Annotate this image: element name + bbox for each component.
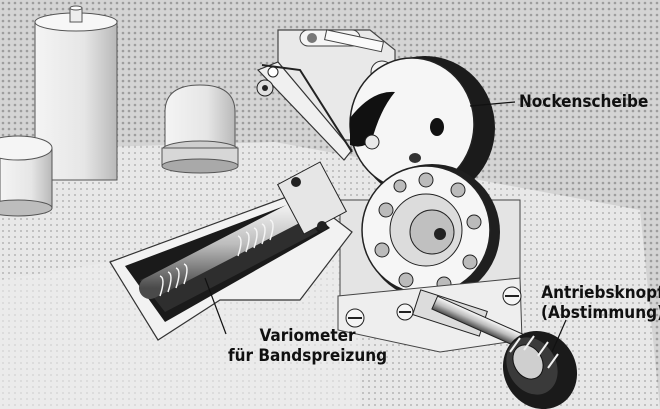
label-variometer-line2: für Bandspreizung xyxy=(228,346,388,366)
cam-disc xyxy=(349,56,495,200)
drive-disc xyxy=(339,164,521,311)
label-antriebsknopf-line1: Antriebsknopf xyxy=(541,283,660,303)
tuning-knob xyxy=(431,295,578,409)
label-nockenscheibe: Nockenscheibe xyxy=(519,92,648,112)
nockenscheibe-leader xyxy=(469,101,516,107)
variometer-coil xyxy=(139,161,348,299)
variometer-leader xyxy=(204,277,227,335)
label-antriebsknopf-line2: (Abstimmung) xyxy=(541,303,660,323)
label-nockenscheibe-text: Nockenscheibe xyxy=(519,92,649,112)
lever-arm xyxy=(256,61,353,161)
label-variometer: Variometer für Bandspreizung xyxy=(228,326,387,366)
antriebsknopf-leader xyxy=(551,319,567,353)
tube-mid xyxy=(161,84,239,174)
tube-small-left xyxy=(0,135,53,217)
label-antriebsknopf: Antriebsknopf (Abstimmung) xyxy=(541,283,660,323)
tube-large xyxy=(34,5,118,181)
label-variometer-line1: Variometer xyxy=(259,326,356,346)
